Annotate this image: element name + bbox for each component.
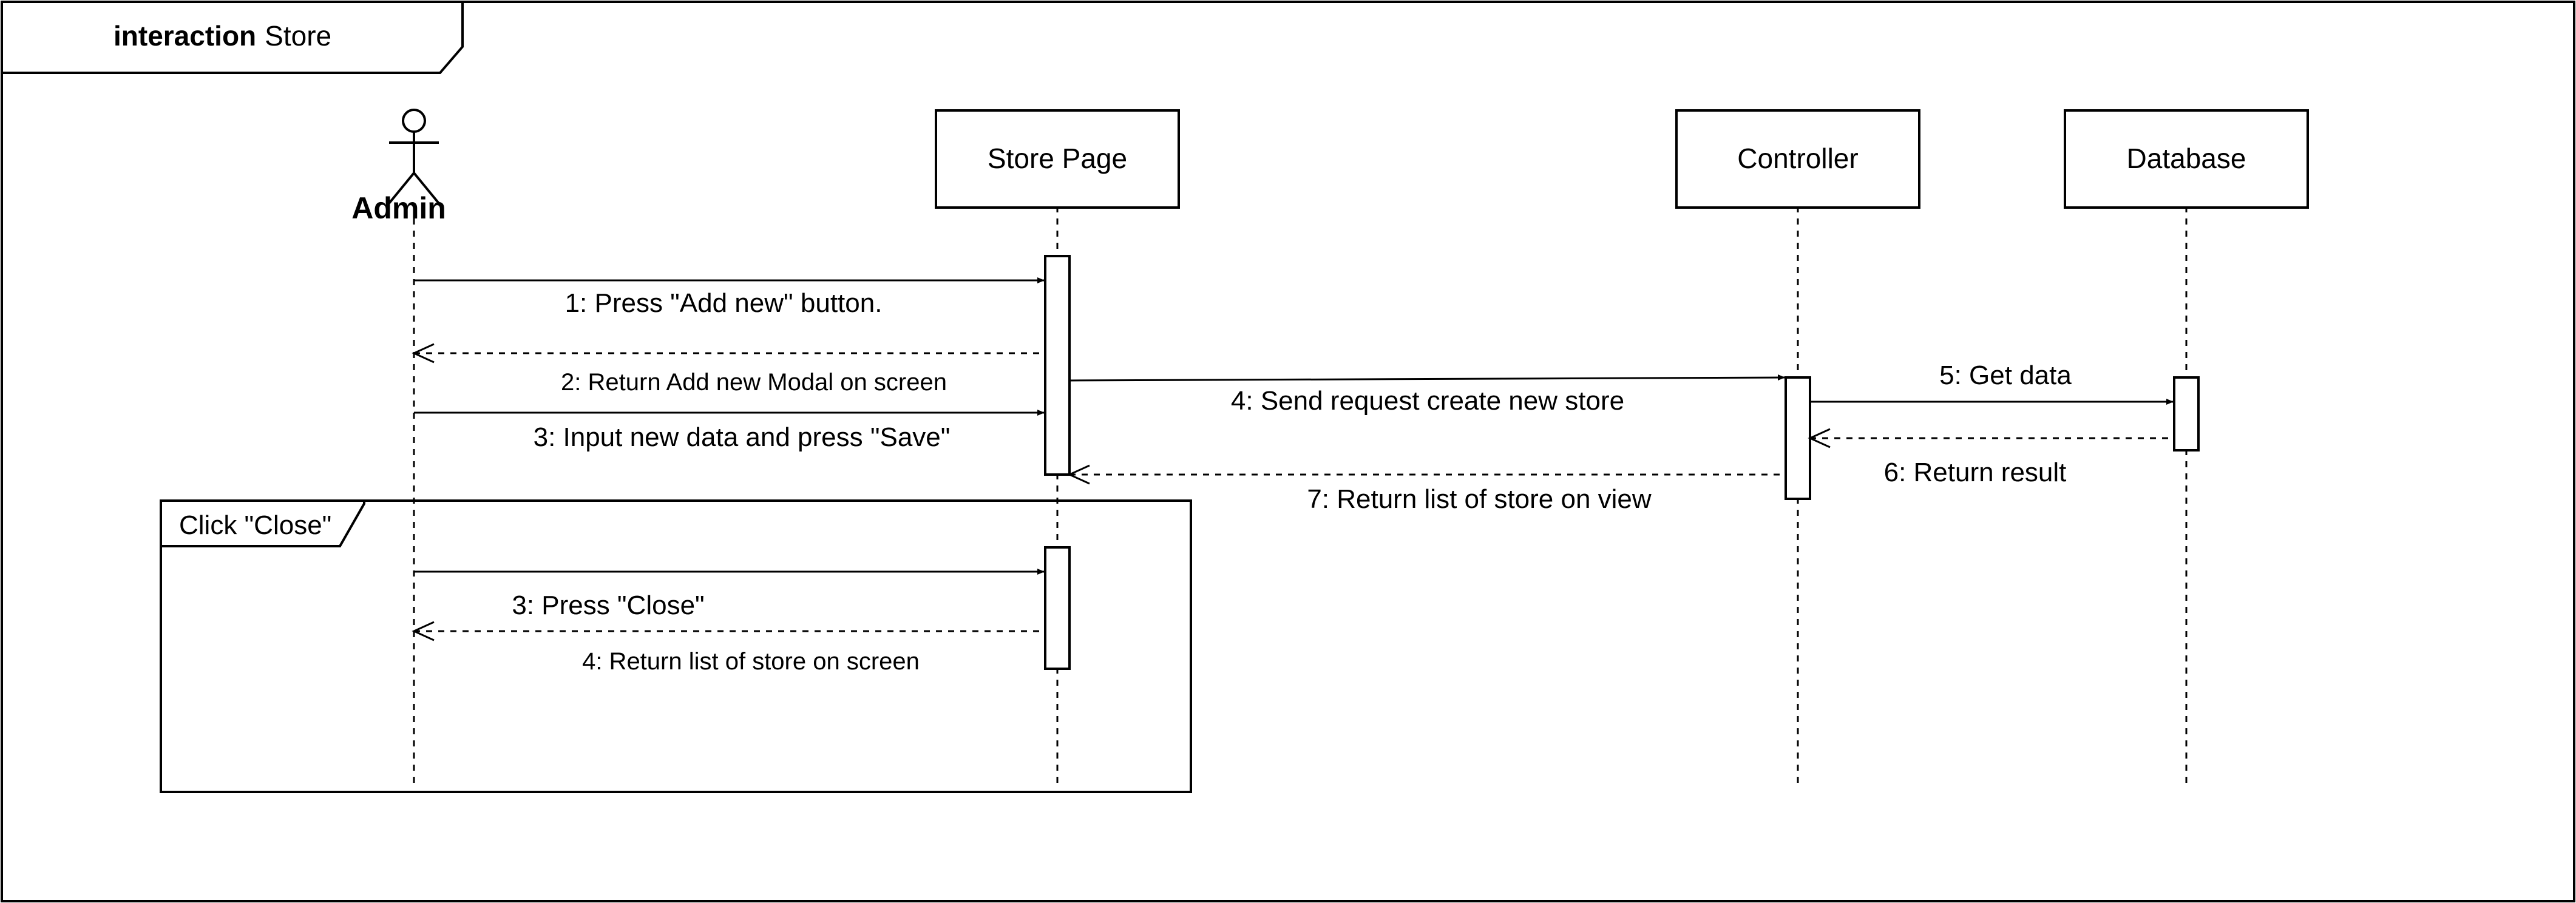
message-label-3: 3: Input new data and press "Save" bbox=[534, 422, 951, 452]
open-arrowhead-icon bbox=[412, 621, 435, 641]
activation-controller bbox=[1785, 376, 1811, 500]
frame-title: interaction Store bbox=[114, 20, 331, 52]
actor-name: Admin bbox=[351, 191, 446, 225]
lifeline-head-controller: Controller bbox=[1675, 109, 1920, 209]
fragment-message-label-4: 4: Return list of store on screen bbox=[582, 648, 920, 675]
message-arrow-4 bbox=[1069, 374, 1785, 382]
message-label-4: 4: Send request create new store bbox=[1231, 386, 1624, 416]
message-label-5: 5: Get data bbox=[1939, 360, 2072, 390]
activations bbox=[1044, 255, 2200, 670]
lifeline-head-database: Database bbox=[2064, 109, 2309, 209]
combined-fragment-click-close: Click "Close" bbox=[160, 499, 1192, 793]
fragment-label: Click "Close" bbox=[179, 510, 331, 540]
activation-store-page-2 bbox=[1044, 546, 1071, 670]
message-label-7: 7: Return list of store on view bbox=[1307, 484, 1652, 514]
messages bbox=[412, 277, 2174, 641]
message-label-1: 1: Press "Add new" button. bbox=[565, 288, 883, 318]
message-label-6: 6: Return result bbox=[1884, 458, 2067, 487]
lifeline-title: Store Page bbox=[988, 143, 1127, 174]
actor-admin: Admin bbox=[351, 109, 446, 225]
activation-store-page-1 bbox=[1044, 255, 1071, 476]
message-labels: 1: Press "Add new" button. 2: Return Add… bbox=[512, 288, 2072, 675]
fragment-message-label-3: 3: Press "Close" bbox=[512, 590, 704, 620]
open-arrowhead-icon bbox=[412, 343, 435, 364]
message-label-2: 2: Return Add new Modal on screen bbox=[561, 369, 947, 396]
stick-figure-icon bbox=[388, 109, 440, 205]
lifeline-head-store-page: Store Page bbox=[935, 109, 1180, 209]
open-arrowhead-icon bbox=[1067, 464, 1090, 485]
lifeline-title: Controller bbox=[1737, 143, 1858, 174]
frame-keyword: interaction bbox=[114, 20, 256, 52]
open-arrowhead-icon bbox=[1808, 428, 1831, 448]
activation-database bbox=[2173, 376, 2200, 451]
lifeline-title: Database bbox=[2127, 143, 2246, 174]
frame-name: Store bbox=[265, 20, 331, 52]
